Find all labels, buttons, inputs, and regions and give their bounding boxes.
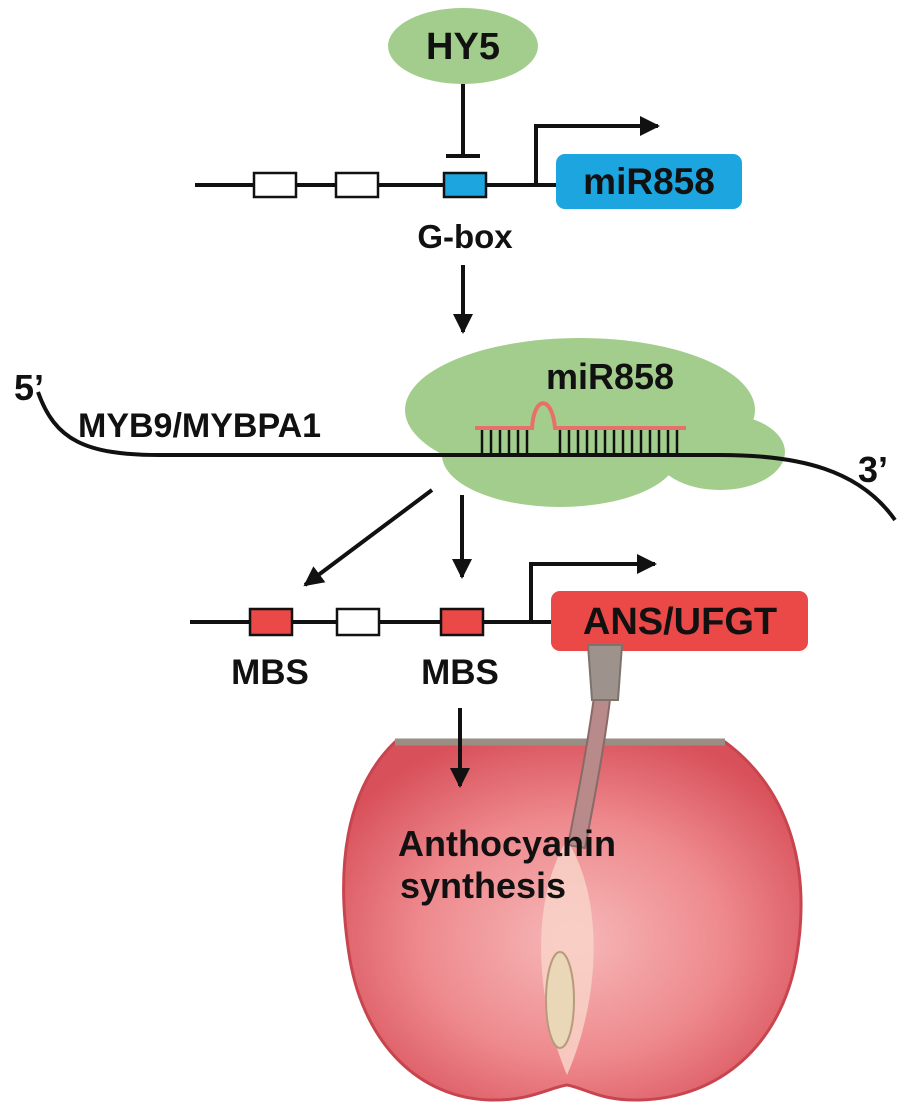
- anthocyanin-label-line2: synthesis: [400, 865, 566, 906]
- promoter-element-box: [334, 171, 380, 199]
- three-prime-label: 3’: [858, 449, 888, 490]
- mbs-element-right: [439, 607, 485, 637]
- mbs-right-label: MBS: [421, 653, 499, 692]
- hy5-label: HY5: [426, 26, 500, 68]
- mrna-strand: 5’ 3’ MYB9/MYBPA1: [14, 367, 897, 522]
- g-box-element: [442, 171, 488, 199]
- apple-illustration: [342, 644, 803, 1102]
- anthocyanin-label-line1: Anthocyanin: [398, 823, 616, 864]
- ans-ufgt-gene-box: [551, 591, 808, 651]
- hy5-node: HY5: [388, 8, 538, 84]
- mbs-left-label: MBS: [231, 653, 309, 692]
- promoter-element-box: [252, 171, 298, 199]
- mirna-label: miR858: [546, 356, 674, 397]
- mbs-element-left: [248, 607, 294, 637]
- transcript-label: MYB9/MYBPA1: [78, 407, 321, 445]
- promoter-element-box: [335, 607, 381, 637]
- mir858-gene-label: miR858: [583, 161, 715, 202]
- inhibition-arrow: [446, 84, 480, 158]
- ans-ufgt-promoter: ANS/UFGT MBS MBS: [190, 554, 808, 692]
- risc-complex: miR858: [405, 338, 785, 507]
- mir858-gene-box: [556, 154, 742, 209]
- base-pairing: [480, 430, 679, 456]
- five-prime-label: 5’: [14, 367, 44, 408]
- arrow-to-mbs-left: [303, 488, 434, 587]
- mirna-strand: [475, 401, 686, 430]
- g-box-label: G-box: [417, 218, 513, 255]
- ans-ufgt-gene-label: ANS/UFGT: [583, 601, 777, 643]
- mir858-promoter: miR858 G-box: [195, 116, 742, 255]
- tss-arrow: [529, 554, 657, 622]
- tss-arrow: [534, 116, 660, 185]
